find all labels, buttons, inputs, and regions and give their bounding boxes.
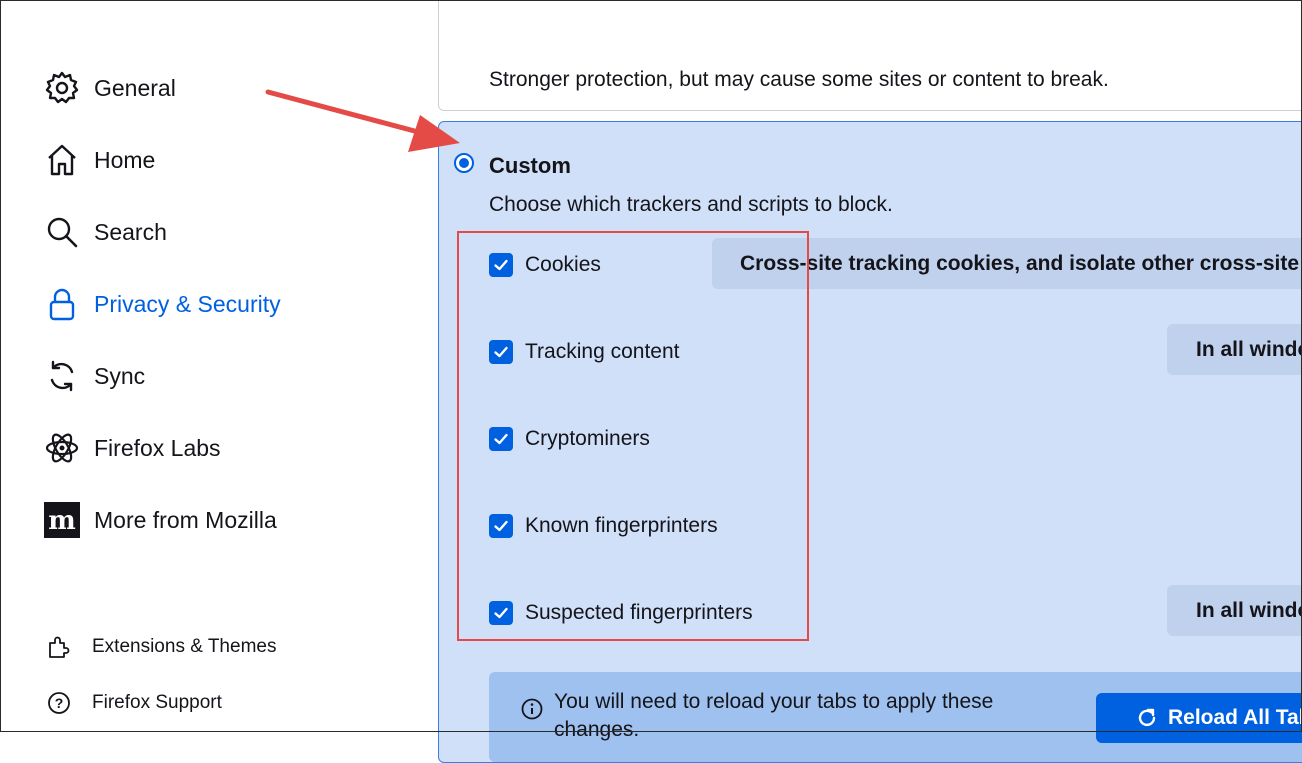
tracking-content-checkbox-row[interactable]: Tracking content <box>489 337 679 367</box>
sidebar-item-label: Firefox Labs <box>94 434 221 461</box>
sidebar-item-sync[interactable]: Sync <box>44 356 145 396</box>
reload-notice-text: You will need to reload your tabs to app… <box>554 690 994 741</box>
reload-notice: You will need to reload your tabs to app… <box>489 672 1302 762</box>
cookies-checkbox-row[interactable]: Cookies <box>489 250 601 280</box>
cookies-select-value: Cross-site tracking cookies, and isolate… <box>740 251 1302 275</box>
suspected-fingerprinters-label: Suspected fingerprinters <box>525 601 753 624</box>
info-icon <box>521 698 543 725</box>
sync-icon <box>44 358 80 394</box>
labs-atom-icon <box>44 430 80 466</box>
sidebar-item-label: More from Mozilla <box>94 506 277 533</box>
cryptominers-checkbox[interactable] <box>489 427 513 451</box>
suspected-fingerprinters-scope-select[interactable]: In all windows <box>1167 585 1302 636</box>
sidebar-item-search[interactable]: Search <box>44 212 167 252</box>
tracking-content-checkbox[interactable] <box>489 340 513 364</box>
svg-text:?: ? <box>55 695 64 711</box>
sidebar-item-firefox-support[interactable]: ? Firefox Support <box>46 687 222 719</box>
custom-title: Custom <box>489 153 571 178</box>
cryptominers-label: Cryptominers <box>525 427 650 450</box>
strict-protection-card[interactable]: Stronger protection, but may cause some … <box>438 0 1302 111</box>
help-icon: ? <box>46 690 72 716</box>
annotation-arrow-icon <box>265 89 460 152</box>
sidebar-item-label: Search <box>94 218 167 245</box>
cookies-type-select[interactable]: Cross-site tracking cookies, and isolate… <box>712 238 1302 289</box>
sidebar-item-more-from-mozilla[interactable]: m More from Mozilla <box>44 500 277 540</box>
suspected-select-value: In all windows <box>1196 598 1302 622</box>
reload-button-label: Reload All Tabs <box>1168 706 1302 729</box>
suspected-fingerprinters-checkbox[interactable] <box>489 601 513 625</box>
gear-icon <box>44 70 80 106</box>
search-icon <box>44 214 80 250</box>
sidebar-item-firefox-labs[interactable]: Firefox Labs <box>44 428 221 468</box>
cookies-label: Cookies <box>525 253 601 276</box>
tracking-content-label: Tracking content <box>525 340 680 363</box>
custom-radio[interactable] <box>454 153 474 173</box>
known-fingerprinters-label: Known fingerprinters <box>525 514 718 537</box>
reload-icon <box>1136 707 1158 729</box>
svg-text:m: m <box>48 506 76 536</box>
sidebar-item-general[interactable]: General <box>44 68 176 108</box>
sidebar-item-label: Sync <box>94 362 146 389</box>
known-fingerprinters-checkbox[interactable] <box>489 514 513 538</box>
custom-protection-card: Custom Choose which trackers and scripts… <box>438 121 1302 763</box>
sidebar-item-home[interactable]: Home <box>44 140 155 180</box>
lock-icon <box>44 286 80 322</box>
tracking-select-value: In all windows <box>1196 337 1302 361</box>
cookies-checkbox[interactable] <box>489 253 513 277</box>
reload-all-tabs-button[interactable]: Reload All Tabs <box>1096 693 1302 743</box>
sidebar-item-privacy-security[interactable]: Privacy & Security <box>44 284 281 324</box>
sidebar-item-label: Home <box>94 146 156 173</box>
home-icon <box>44 142 80 178</box>
suspected-fingerprinters-checkbox-row[interactable]: Suspected fingerprinters <box>489 598 753 628</box>
sidebar-item-label: Privacy & Security <box>94 290 281 317</box>
puzzle-icon <box>46 634 72 660</box>
sidebar-item-extensions-themes[interactable]: Extensions & Themes <box>46 631 276 663</box>
sidebar-item-label: Extensions & Themes <box>92 636 277 657</box>
custom-description: Choose which trackers and scripts to blo… <box>489 193 893 216</box>
tracking-content-scope-select[interactable]: In all windows <box>1167 324 1302 375</box>
known-fingerprinters-checkbox-row[interactable]: Known fingerprinters <box>489 511 718 541</box>
cryptominers-checkbox-row[interactable]: Cryptominers <box>489 424 650 454</box>
strict-description: Stronger protection, but may cause some … <box>489 68 1109 91</box>
mozilla-m-icon: m <box>44 502 80 538</box>
sidebar-item-label: Firefox Support <box>92 692 222 713</box>
sidebar-item-label: General <box>94 74 176 101</box>
